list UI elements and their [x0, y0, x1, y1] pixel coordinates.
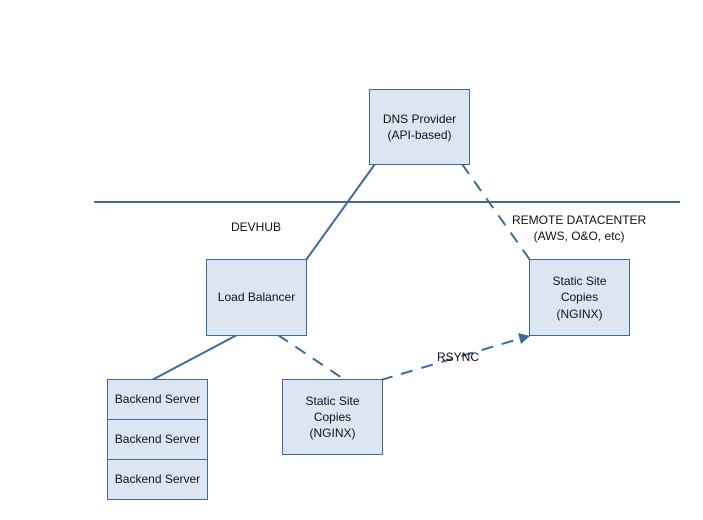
rsync-arrowhead — [518, 333, 530, 344]
devhub-zone-label: DEVHUB — [231, 220, 282, 234]
load-balancer-label: Load Balancer — [217, 290, 296, 305]
edge-load-balancer-to-local-static — [277, 334, 346, 381]
backend-server-box-2: Backend Server — [107, 419, 208, 460]
rsync-edge-label: RSYNC — [437, 350, 480, 364]
local-static-line-2: Copies — [313, 409, 352, 424]
dns-provider-box: DNS Provider (API-based) — [369, 89, 470, 165]
remote-datacenter-subtitle: (AWS, O&O, etc) — [533, 229, 625, 244]
backend-server-box-3: Backend Server — [107, 459, 208, 500]
local-static-site-box: Static Site Copies (NGINX) — [282, 379, 383, 455]
remote-datacenter-title: REMOTE DATACENTER — [512, 213, 647, 227]
remote-static-site-box: Static Site Copies (NGINX) — [529, 259, 630, 336]
edge-load-balancer-to-backend — [151, 334, 238, 381]
edge-rsync — [380, 337, 523, 381]
backend-server-label: Backend Server — [114, 432, 201, 447]
remote-datacenter-zone-label: REMOTE DATACENTER (AWS, O&O, etc) — [512, 212, 646, 244]
backend-server-box-1: Backend Server — [107, 379, 208, 420]
dns-provider-type: (API-based) — [387, 128, 452, 142]
dns-provider-name: DNS Provider — [382, 111, 457, 126]
local-static-line-1: Static Site — [305, 393, 360, 408]
local-static-line-3: (NGINX) — [309, 426, 356, 441]
remote-static-line-1: Static Site — [552, 274, 607, 289]
backend-server-label: Backend Server — [114, 392, 201, 407]
remote-static-line-3: (NGINX) — [556, 306, 603, 321]
remote-static-line-2: Copies — [560, 290, 599, 305]
load-balancer-box: Load Balancer — [206, 259, 307, 336]
edge-dns-to-load-balancer — [305, 163, 376, 261]
backend-server-label: Backend Server — [114, 472, 201, 487]
